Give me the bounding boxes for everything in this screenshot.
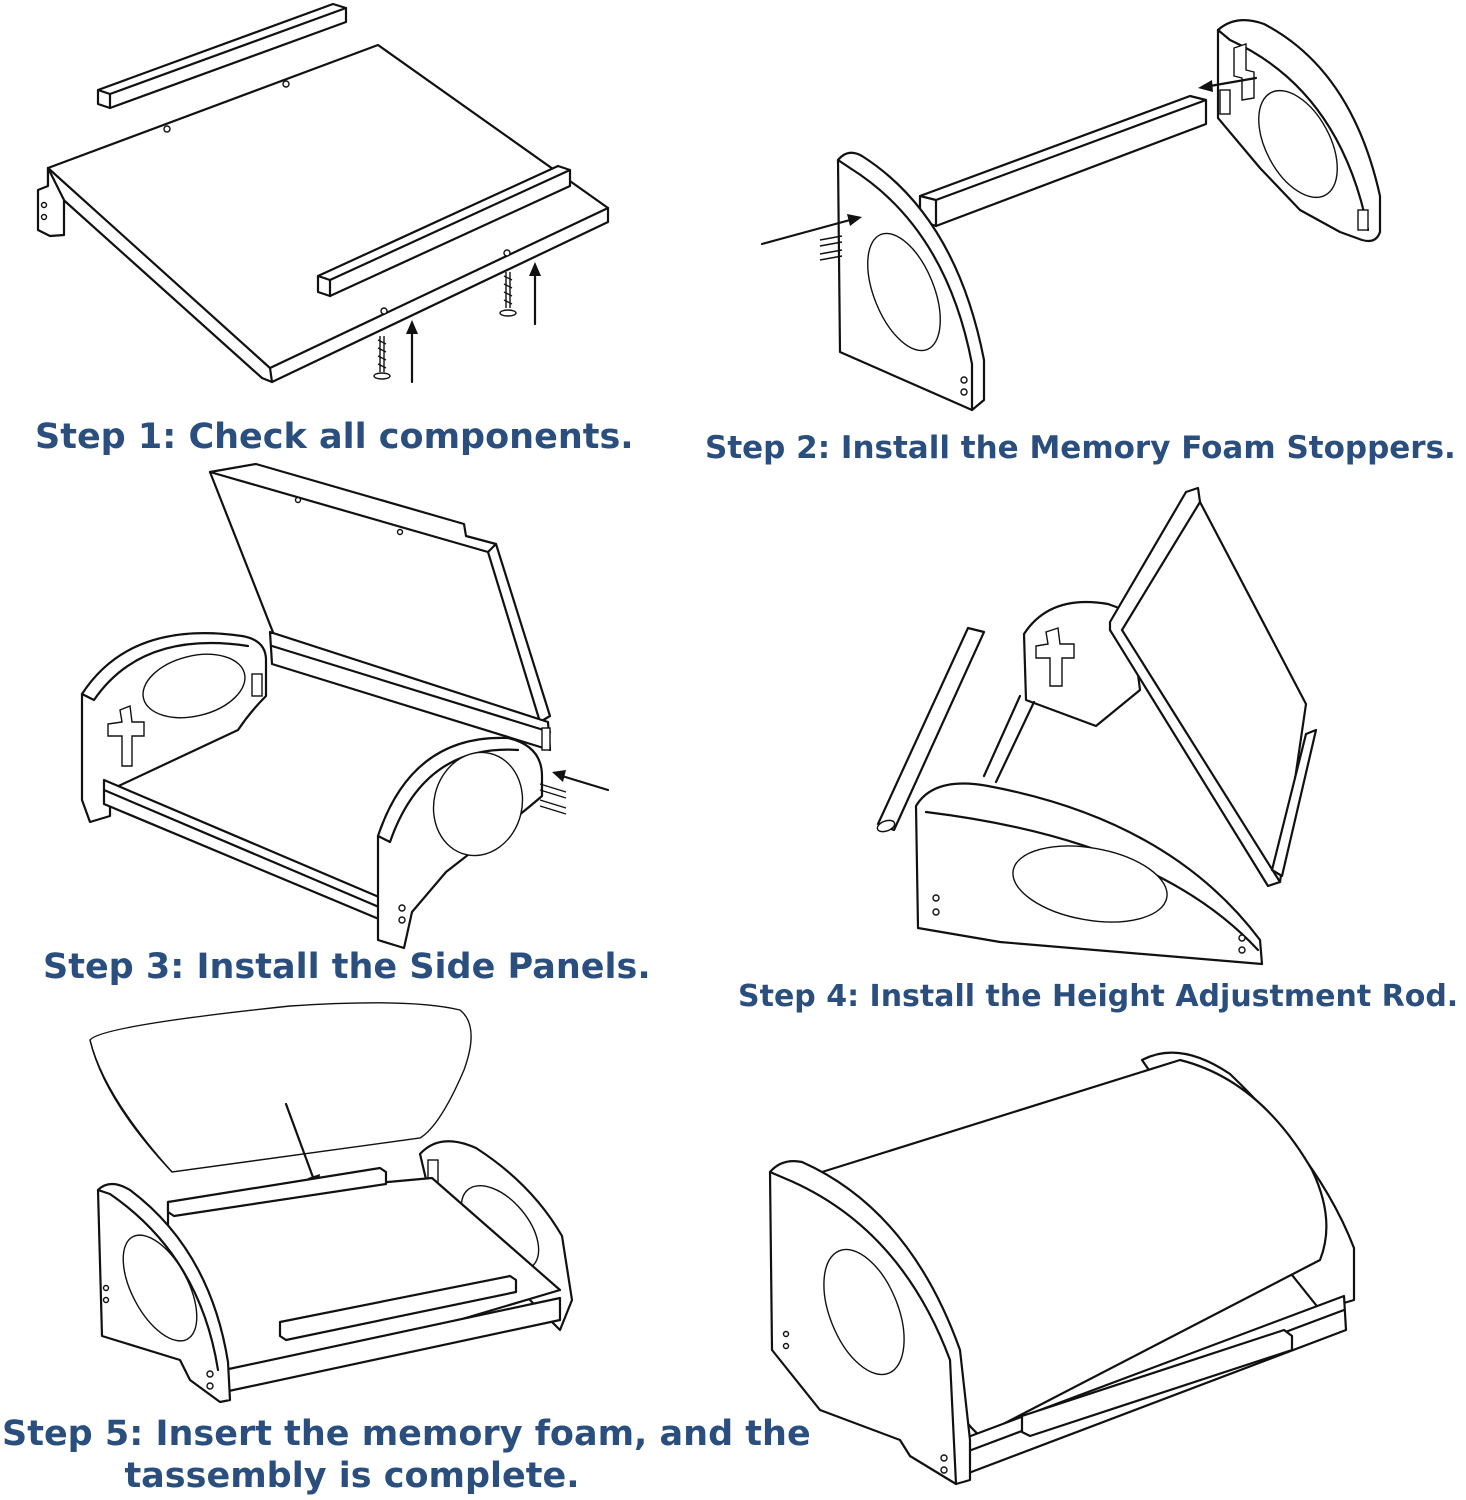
board-stopper-bar bbox=[1270, 728, 1318, 878]
completed-footrest-illustration bbox=[768, 1051, 1356, 1486]
front-rail bbox=[102, 778, 388, 924]
step-5-caption: Step 5: Insert the memory foam, and the … bbox=[2, 1414, 811, 1496]
step-3-illustration bbox=[80, 462, 610, 950]
side-panel-left bbox=[836, 151, 986, 412]
front-stopper-bar bbox=[278, 1274, 518, 1342]
arrow-up-icon bbox=[406, 320, 418, 384]
stopper-bar bbox=[918, 94, 1208, 228]
screw-icon bbox=[819, 235, 843, 261]
arrow-left-icon bbox=[552, 770, 610, 792]
platform-board bbox=[1108, 486, 1308, 888]
back-rail bbox=[268, 630, 552, 752]
side-panel-front bbox=[914, 782, 1264, 966]
side-panel-front bbox=[768, 1160, 972, 1486]
arrow-right-icon bbox=[760, 214, 862, 246]
back-stopper-bar bbox=[166, 1166, 388, 1218]
side-panel-left bbox=[80, 632, 268, 824]
side-panel-front bbox=[96, 1182, 232, 1404]
step-1-caption: Step 1: Check all components. bbox=[35, 417, 634, 457]
end-bracket bbox=[36, 166, 66, 238]
step-3-caption: Step 3: Install the Side Panels. bbox=[43, 947, 651, 987]
front-stopper-bar bbox=[1020, 1328, 1294, 1438]
step-2-caption: Step 2: Install the Memory Foam Stoppers… bbox=[705, 430, 1456, 466]
step-4-caption: Step 4: Install the Height Adjustment Ro… bbox=[738, 979, 1459, 1014]
memory-foam-cushion bbox=[89, 1002, 472, 1173]
step-2-illustration bbox=[760, 19, 1382, 412]
height-adjustment-rod bbox=[876, 626, 986, 833]
loose-stopper-bar bbox=[96, 2, 348, 110]
side-rails bbox=[982, 694, 1036, 784]
side-panel-right bbox=[376, 736, 544, 950]
step-5-illustration bbox=[89, 1002, 574, 1404]
screw-icon bbox=[539, 783, 567, 815]
platform-board bbox=[46, 43, 610, 384]
step-4-illustration bbox=[876, 486, 1318, 966]
screw-icon bbox=[373, 336, 391, 380]
screw-icon bbox=[499, 272, 517, 317]
arrow-up-icon bbox=[529, 262, 541, 326]
arrow-left-icon bbox=[1198, 76, 1258, 92]
step-1-illustration bbox=[36, 2, 610, 384]
side-panel-right bbox=[1216, 19, 1382, 243]
board-stopper-bar bbox=[316, 164, 572, 298]
